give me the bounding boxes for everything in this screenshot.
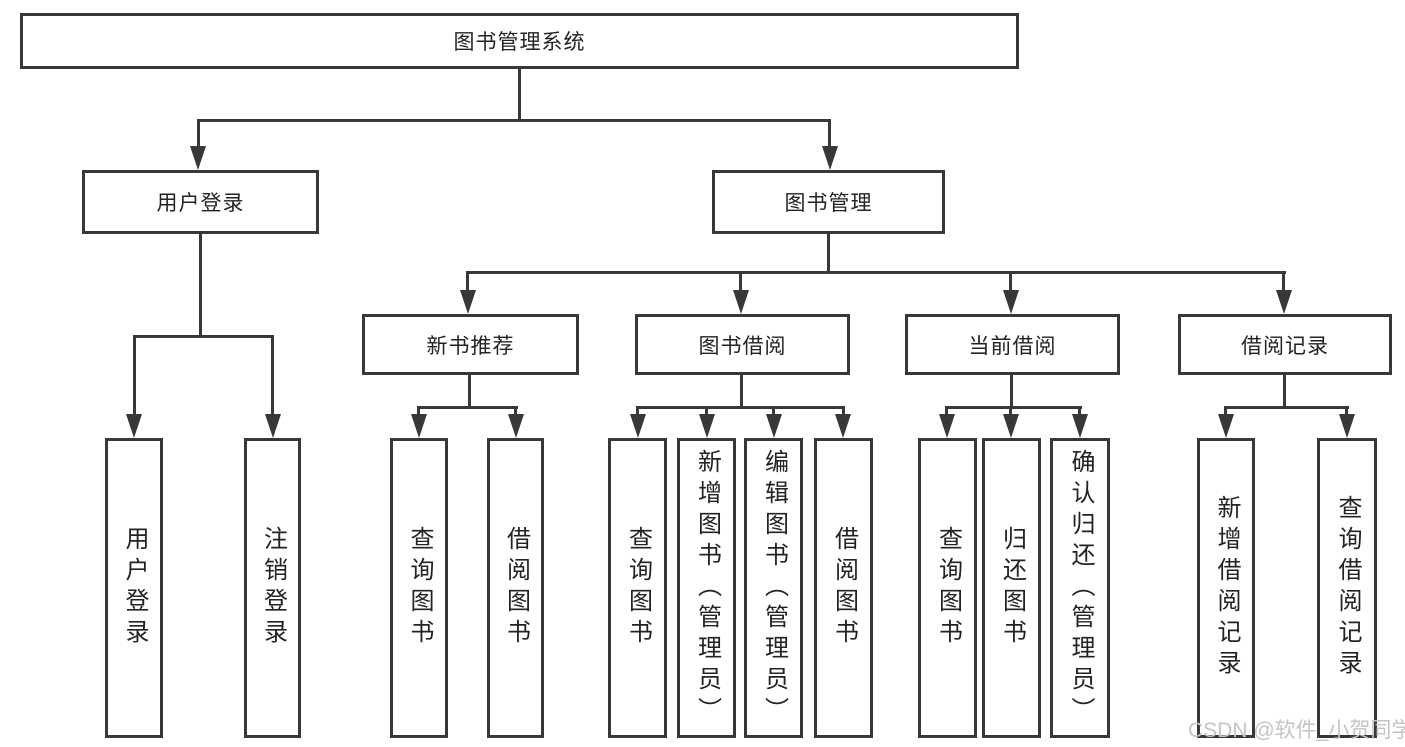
node-book-management: 图书管理 — [712, 170, 945, 234]
connector-line — [1345, 406, 1348, 414]
watermark: CSDN @软件_小贺同学 — [1188, 719, 1405, 742]
connector-line — [740, 375, 743, 406]
node-edit-books-admin: 编辑图书（管理员） — [744, 438, 803, 738]
connector-line — [945, 406, 948, 414]
connector-line — [417, 406, 518, 409]
connector-line — [466, 271, 1286, 274]
node-borrow-books-1: 借阅图书 — [487, 438, 544, 738]
node-root: 图书管理系统 — [20, 13, 1019, 69]
connector-line — [1009, 406, 1012, 414]
arrow-down-icon — [265, 414, 281, 438]
arrow-down-icon — [411, 414, 427, 438]
connector-line — [828, 119, 831, 146]
connector-line — [1078, 406, 1081, 414]
connector-line — [827, 234, 830, 271]
connector-line — [842, 406, 845, 414]
arrow-down-icon — [699, 414, 715, 438]
connector-line — [197, 119, 831, 122]
connector-line — [199, 234, 202, 335]
connector-line — [1283, 375, 1286, 406]
connector-line — [1010, 375, 1013, 406]
connector-line — [1224, 406, 1349, 409]
arrow-down-icon — [126, 414, 142, 438]
connector-line — [514, 406, 517, 414]
node-query-books-1: 查询图书 — [390, 438, 448, 738]
connector-line — [739, 271, 742, 290]
connector-line — [1009, 271, 1012, 290]
arrow-down-icon — [1218, 414, 1234, 438]
node-user-login-leaf: 用户登录 — [105, 438, 163, 738]
arrow-down-icon — [822, 146, 838, 170]
connector-line — [1224, 406, 1227, 414]
connector-line — [772, 406, 775, 414]
connector-line — [133, 335, 136, 414]
node-query-borrow-record: 查询借阅记录 — [1317, 438, 1377, 738]
node-add-borrow-record: 新增借阅记录 — [1197, 438, 1255, 738]
arrow-down-icon — [508, 414, 524, 438]
arrow-down-icon — [733, 290, 749, 314]
node-borrowing-records: 借阅记录 — [1178, 314, 1392, 375]
connector-line — [1282, 271, 1285, 290]
connector-line — [636, 406, 639, 414]
node-confirm-return-admin: 确认归还（管理员） — [1050, 438, 1110, 738]
node-query-books-3: 查询图书 — [918, 438, 977, 738]
arrow-down-icon — [190, 146, 206, 170]
node-user-login: 用户登录 — [82, 170, 319, 234]
node-new-book-recommend: 新书推荐 — [362, 314, 579, 375]
connector-line — [197, 119, 200, 146]
node-book-borrowing: 图书借阅 — [635, 314, 850, 375]
connector-line — [466, 271, 469, 290]
arrow-down-icon — [1003, 414, 1019, 438]
arrow-down-icon — [1276, 290, 1292, 314]
arrow-down-icon — [630, 414, 646, 438]
arrow-down-icon — [460, 290, 476, 314]
node-logout-leaf: 注销登录 — [244, 438, 301, 738]
connector-line — [468, 375, 471, 406]
arrow-down-icon — [835, 414, 851, 438]
node-return-books: 归还图书 — [982, 438, 1041, 738]
connector-line — [945, 406, 1082, 409]
node-add-books-admin: 新增图书（管理员） — [677, 438, 736, 738]
arrow-down-icon — [1072, 414, 1088, 438]
node-borrow-books-2: 借阅图书 — [814, 438, 873, 738]
connector-line — [518, 69, 521, 119]
connector-line — [417, 406, 420, 414]
arrow-down-icon — [939, 414, 955, 438]
node-current-borrowing: 当前借阅 — [905, 314, 1120, 375]
arrow-down-icon — [766, 414, 782, 438]
arrow-down-icon — [1003, 290, 1019, 314]
connector-line — [133, 335, 274, 338]
connector-line — [705, 406, 708, 414]
connector-line — [271, 335, 274, 414]
node-query-books-2: 查询图书 — [608, 438, 667, 738]
arrow-down-icon — [1339, 414, 1355, 438]
connector-line — [636, 406, 845, 409]
